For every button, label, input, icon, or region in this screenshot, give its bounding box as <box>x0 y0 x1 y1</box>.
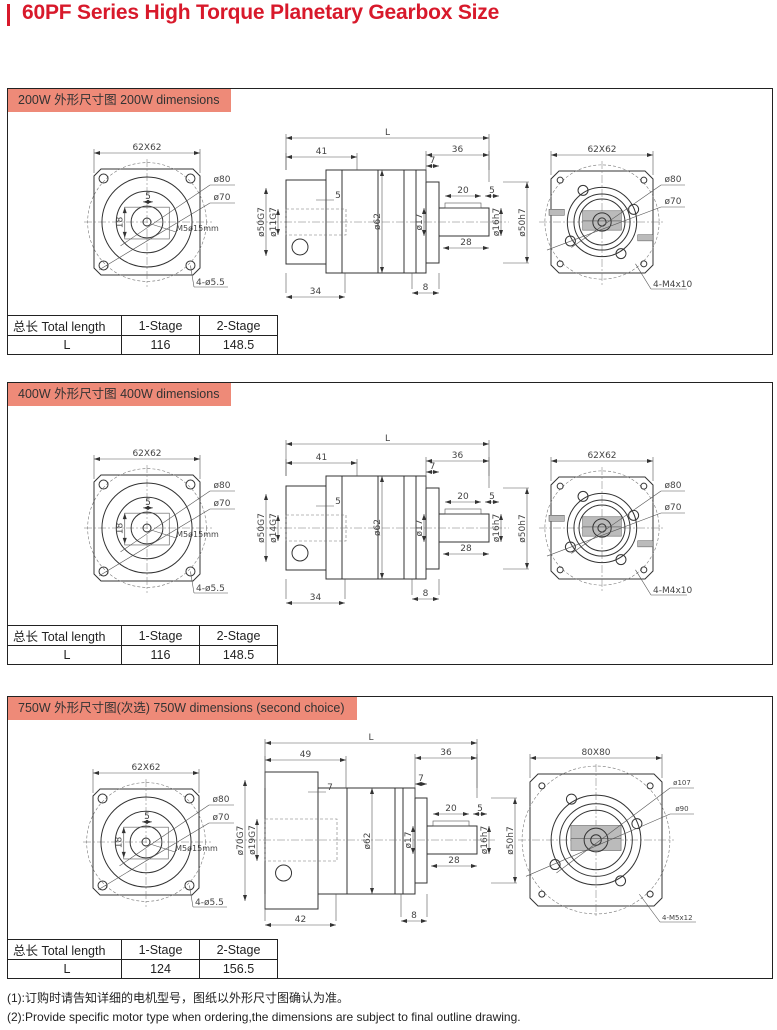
table-header: 总长 Total length <box>8 625 122 646</box>
table-header: 2-Stage <box>199 939 278 960</box>
table-cell: L <box>8 959 122 978</box>
table-header: 总长 Total length <box>8 315 122 336</box>
note-1: (1):订购时请告知详细的电机型号，图纸以外形尺寸图确认为准。 <box>7 991 350 1005</box>
table-row: L 116 148.5 <box>8 335 278 354</box>
section-header: 200W 外形尺寸图 200W dimensions <box>8 89 232 112</box>
table-header: 2-Stage <box>199 625 278 646</box>
table-row: L 124 156.5 <box>8 959 278 978</box>
section-header: 750W 外形尺寸图(次选) 750W dimensions (second c… <box>8 697 357 720</box>
table-header: 1-Stage <box>121 315 200 336</box>
total-length-table: 总长 Total length 1-Stage 2-Stage L 116 14… <box>8 625 278 664</box>
table-header: 1-Stage <box>121 939 200 960</box>
table-cell: 116 <box>121 335 200 354</box>
table-header: 1-Stage <box>121 625 200 646</box>
table-row: L 116 148.5 <box>8 645 278 664</box>
table-cell: 124 <box>121 959 200 978</box>
page-title: 60PF Series High Torque Planetary Gearbo… <box>22 1 500 24</box>
table-cell: L <box>8 645 122 664</box>
table-header-row: 总长 Total length 1-Stage 2-Stage <box>8 315 278 336</box>
table-header-row: 总长 Total length 1-Stage 2-Stage <box>8 939 278 960</box>
table-cell: L <box>8 335 122 354</box>
total-length-table: 总长 Total length 1-Stage 2-Stage L 116 14… <box>8 315 278 354</box>
section-200w: 200W 外形尺寸图 200W dimensions 总长 Total leng… <box>7 88 773 355</box>
total-length-table: 总长 Total length 1-Stage 2-Stage L 124 15… <box>8 939 278 978</box>
table-header-row: 总长 Total length 1-Stage 2-Stage <box>8 625 278 646</box>
table-cell: 116 <box>121 645 200 664</box>
section-400w: 400W 外形尺寸图 400W dimensions 总长 Total leng… <box>7 382 773 665</box>
section-750w: 750W 外形尺寸图(次选) 750W dimensions (second c… <box>7 696 773 979</box>
table-cell: 148.5 <box>199 335 278 354</box>
title-accent-bar <box>7 4 10 26</box>
table-header: 总长 Total length <box>8 939 122 960</box>
table-header: 2-Stage <box>199 315 278 336</box>
section-header: 400W 外形尺寸图 400W dimensions <box>8 383 232 406</box>
note-2: (2):Provide specific motor type when ord… <box>7 1010 521 1024</box>
table-cell: 156.5 <box>199 959 278 978</box>
table-cell: 148.5 <box>199 645 278 664</box>
